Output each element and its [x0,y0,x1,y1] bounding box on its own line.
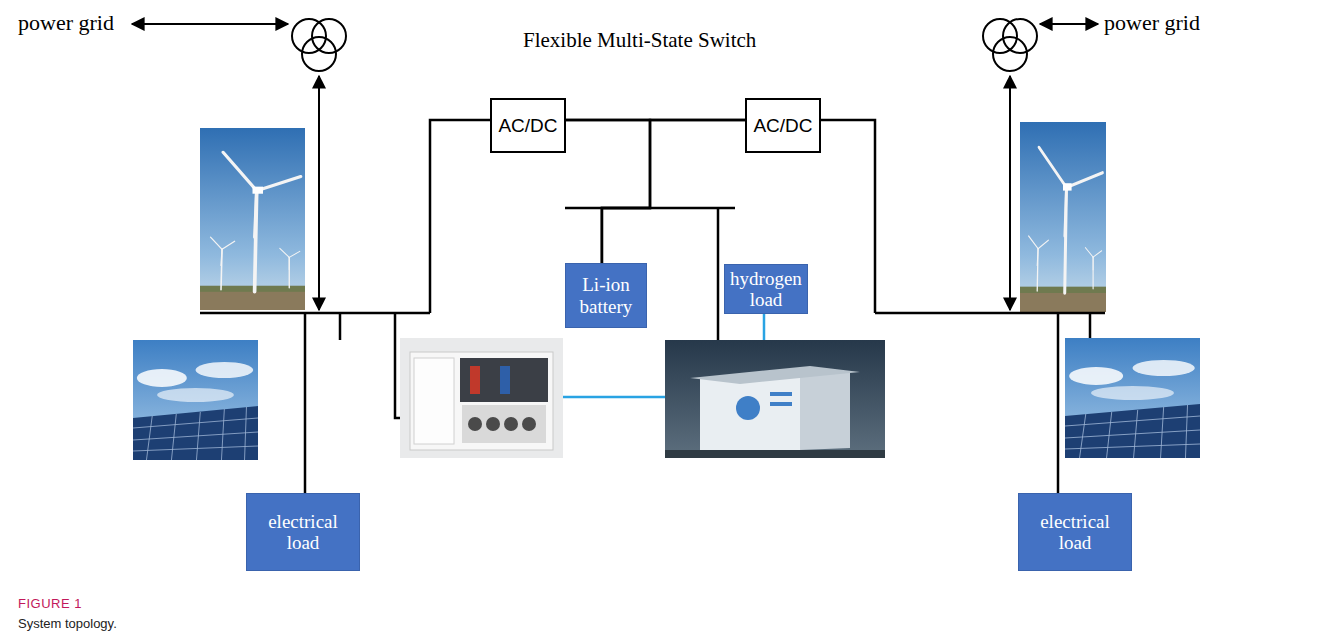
box-label: electrical load [250,511,356,554]
load-box: hydrogen load [724,264,808,315]
load-box: electrical load [1018,493,1132,571]
box-label: hydrogen load [728,268,804,311]
grid-label: power grid [18,10,114,36]
switch-label: Flexible Multi-State Switch [523,28,756,53]
figure-number: FIGURE 1 [18,596,82,611]
box-label: Li-ion battery [569,274,643,317]
box-label: electrical load [1022,511,1128,554]
dc-link [566,120,650,263]
box-label: AC/DC [498,115,557,137]
figure-caption: System topology. [18,616,117,631]
converter-box: AC/DC [490,98,566,153]
battery-box: Li-ion battery [565,263,647,328]
load-box: electrical load [246,493,360,571]
box-label: AC/DC [753,115,812,137]
dc-link [602,120,745,263]
converter-box: AC/DC [745,98,821,153]
grid-label: power grid [1104,10,1200,36]
